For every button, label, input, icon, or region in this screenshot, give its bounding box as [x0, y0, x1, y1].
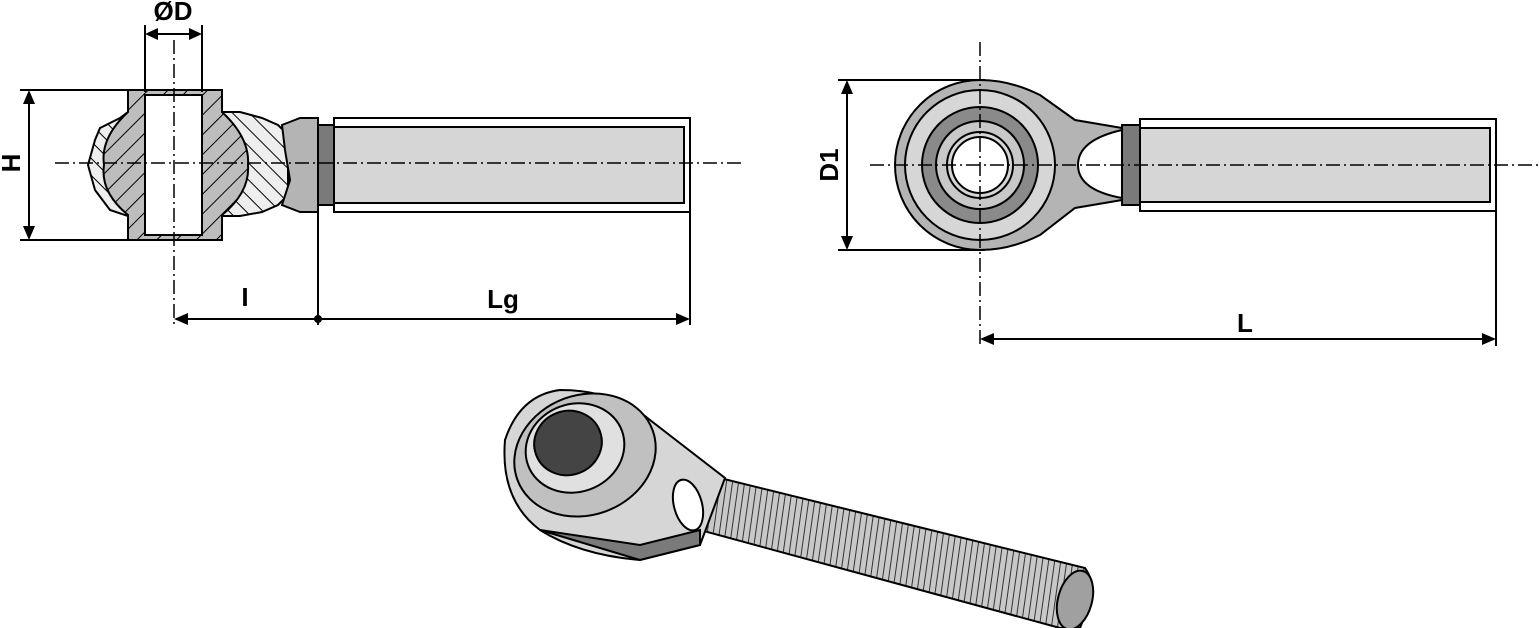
section-view: ØD H I Lg — [0, 0, 745, 325]
threaded-shank-perspective — [699, 476, 1094, 628]
top-view: D1 L — [814, 42, 1539, 346]
thread-length-label: Lg — [487, 284, 519, 314]
eye-diameter-label: D1 — [814, 148, 844, 181]
bore-diameter-label: ØD — [154, 0, 193, 26]
shank-collar — [317, 124, 335, 206]
total-length-label: L — [1237, 308, 1253, 338]
neck-highlight — [1076, 128, 1123, 200]
perspective-view — [503, 388, 1095, 628]
shank-end — [1055, 569, 1095, 628]
bore-perspective — [533, 409, 603, 477]
eye-length-label: I — [241, 282, 248, 312]
height-label: H — [0, 154, 26, 173]
shank-neck — [280, 117, 319, 213]
